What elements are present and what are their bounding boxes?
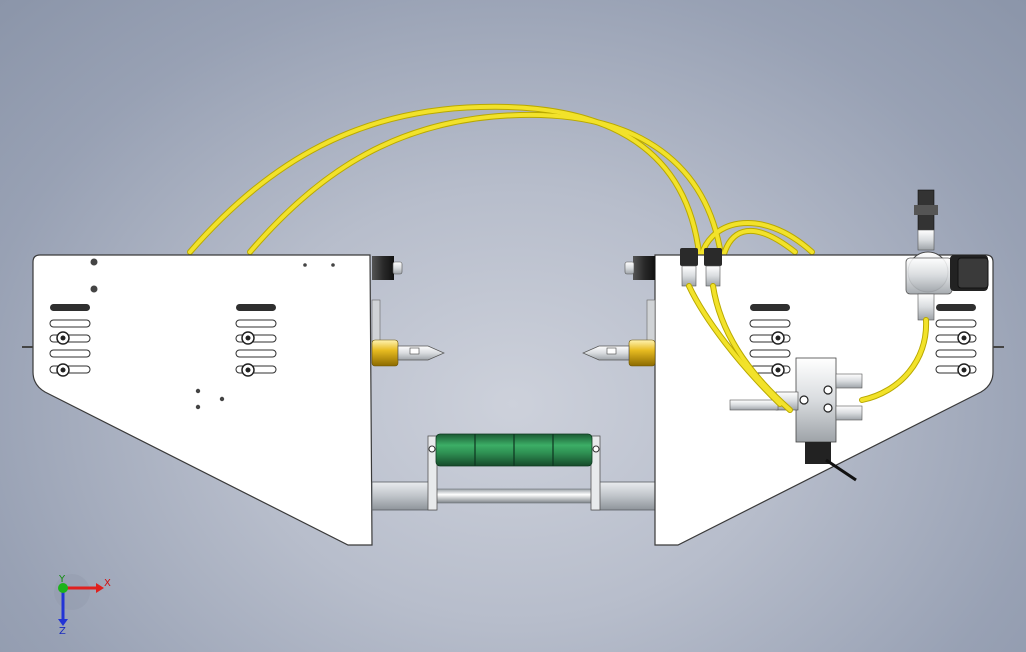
air-hoses[interactable] [187,103,815,265]
y-axis-label: Y [58,574,66,585]
z-axis-label: Z [59,626,66,634]
push-fittings[interactable] [680,248,722,287]
roller-assembly[interactable] [371,433,657,511]
right-side-plate[interactable] [582,189,1004,546]
pressure-regulator[interactable] [905,189,989,321]
coordinate-triad-icon: X Y Z [54,574,111,634]
right-slots-inner [749,304,791,377]
solenoid-valve[interactable] [729,357,863,482]
left-slots-outer [49,304,91,377]
left-slots-inner [235,304,277,377]
right-slots-outer [935,304,977,377]
x-axis-label: X [104,578,111,589]
left-side-plate[interactable] [22,254,445,546]
